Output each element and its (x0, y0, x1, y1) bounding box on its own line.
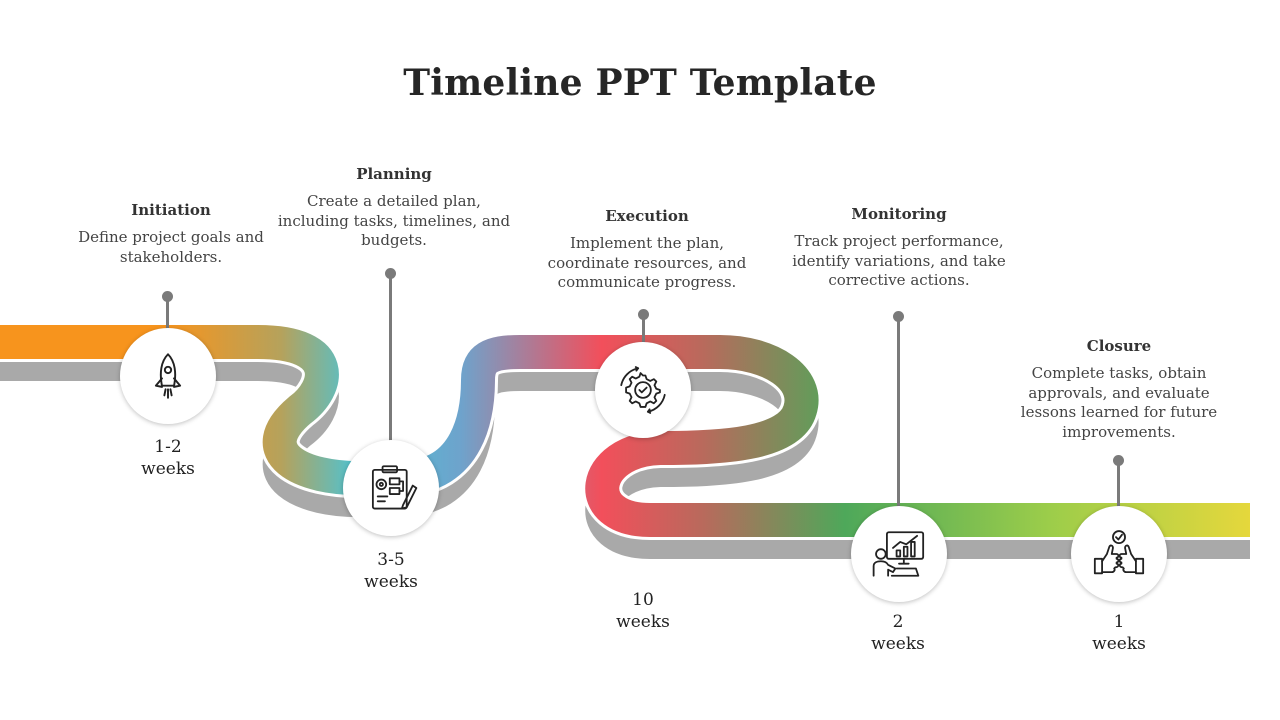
duration-closure: 1 weeks (1059, 611, 1179, 655)
stage-title-monitoring: Monitoring (851, 205, 947, 223)
duration-unit: weeks (364, 572, 418, 592)
stage-title-closure: Closure (1086, 337, 1152, 355)
duration-unit: weeks (1092, 634, 1146, 654)
stage-node-execution (595, 342, 691, 438)
stage-title-execution: Execution (605, 207, 689, 225)
slide-title: Timeline PPT Template (403, 62, 877, 104)
connector-dot-closure (1113, 455, 1124, 466)
connector-dot-monitoring (893, 311, 904, 322)
connector-stem-initiation (166, 300, 169, 330)
stage-title-initiation: Initiation (131, 201, 211, 219)
duration-value: 1-2 (154, 437, 182, 457)
duration-unit: weeks (871, 634, 925, 654)
duration-unit: weeks (616, 612, 670, 632)
analytics-screen-icon (872, 531, 925, 577)
connector-stem-planning (389, 276, 392, 442)
duration-execution: 10 weeks (583, 589, 703, 633)
stage-node-planning (343, 440, 439, 536)
duration-value: 1 (1113, 612, 1125, 632)
duration-value: 10 (632, 590, 654, 610)
duration-planning: 3-5 weeks (331, 549, 451, 593)
connector-stem-closure (1117, 464, 1120, 508)
stage-node-initiation (120, 328, 216, 424)
connector-dot-planning (385, 268, 396, 279)
connector-dot-execution (638, 309, 649, 320)
thumbs-up-icon (1093, 530, 1145, 575)
duration-unit: weeks (141, 459, 195, 479)
planning-board-icon (371, 465, 418, 510)
stage-desc-monitoring: Track project performance, identify vari… (792, 232, 1006, 289)
connector-stem-execution (642, 318, 645, 344)
connector-stem-monitoring (897, 320, 900, 508)
stage-node-monitoring (851, 506, 947, 602)
duration-monitoring: 2 weeks (838, 611, 958, 655)
stage-desc-planning: Create a detailed plan, including tasks,… (277, 192, 511, 249)
stage-desc-initiation: Define project goals and stakeholders. (78, 228, 264, 266)
rocket-icon (154, 353, 182, 399)
duration-value: 2 (892, 612, 904, 632)
stage-desc-closure: Complete tasks, obtain approvals, and ev… (1020, 364, 1218, 441)
gear-cycle-icon (620, 366, 666, 414)
stage-desc-execution: Implement the plan, coordinate resources… (547, 234, 747, 291)
stage-title-planning: Planning (356, 165, 432, 183)
connector-dot-initiation (162, 291, 173, 302)
duration-value: 3-5 (377, 550, 405, 570)
stage-node-closure (1071, 506, 1167, 602)
duration-initiation: 1-2 weeks (108, 436, 228, 480)
